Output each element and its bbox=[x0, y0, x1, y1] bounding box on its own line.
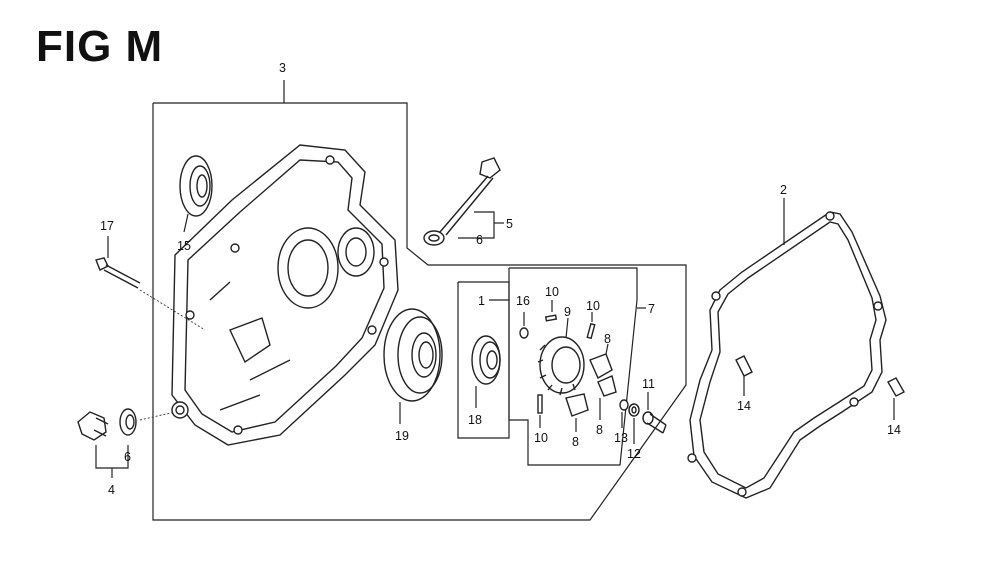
plug-path bbox=[139, 411, 176, 421]
callout-18: 18 bbox=[468, 413, 482, 427]
washer-13 bbox=[619, 399, 629, 411]
leader-9 bbox=[565, 317, 569, 339]
drain-plug-4 bbox=[77, 411, 109, 441]
bolt-11 bbox=[642, 411, 667, 434]
callout-5: 5 bbox=[506, 217, 513, 231]
pin-10-lower bbox=[537, 394, 543, 414]
assembly-1-boundary bbox=[457, 281, 510, 439]
part-8-middle bbox=[597, 375, 617, 397]
figure-title: FIG M bbox=[36, 22, 164, 71]
dowel-pin-14-left bbox=[735, 355, 753, 377]
pin-10-upper-left bbox=[544, 314, 558, 322]
oil-seal-15 bbox=[179, 155, 213, 217]
bearing-18 bbox=[471, 335, 501, 385]
washer-6-lower bbox=[119, 408, 137, 436]
crankcase-cover bbox=[171, 144, 399, 446]
callout-3: 3 bbox=[279, 61, 286, 75]
callout-8-lower: 8 bbox=[572, 435, 579, 449]
callout-12: 12 bbox=[627, 447, 641, 461]
callout-10-upper-right: 10 bbox=[586, 299, 600, 313]
callout-17: 17 bbox=[100, 219, 114, 233]
oil-pump-9 bbox=[537, 336, 585, 396]
callout-7: 7 bbox=[648, 302, 655, 316]
leader-15 bbox=[183, 213, 189, 233]
callout-14-right: 14 bbox=[887, 423, 901, 437]
part-8-upper bbox=[589, 353, 613, 379]
oil-dipstick-5 bbox=[439, 157, 501, 236]
o-ring-6-upper bbox=[423, 230, 445, 246]
callout-8-upper: 8 bbox=[604, 332, 611, 346]
callout-16: 16 bbox=[516, 294, 530, 308]
callout-1: 1 bbox=[478, 294, 485, 308]
bolt-17-path bbox=[139, 289, 206, 331]
callout-9: 9 bbox=[564, 305, 571, 319]
leader-5-6 bbox=[458, 211, 495, 239]
callout-6-lower: 6 bbox=[124, 450, 131, 464]
pin-10-upper-right bbox=[586, 322, 596, 340]
callout-8-middle: 8 bbox=[596, 423, 603, 437]
callout-19: 19 bbox=[395, 429, 409, 443]
gasket-2 bbox=[687, 211, 887, 499]
callout-2: 2 bbox=[780, 183, 787, 197]
callout-10-upper-left: 10 bbox=[545, 285, 559, 299]
washer-12 bbox=[628, 403, 640, 417]
callout-13: 13 bbox=[614, 431, 628, 445]
callout-14-left: 14 bbox=[737, 399, 751, 413]
dowel-pin-14-right bbox=[887, 377, 905, 397]
pin-16 bbox=[519, 327, 529, 339]
callout-4: 4 bbox=[108, 483, 115, 497]
bolt-17 bbox=[95, 257, 141, 289]
part-8-lower bbox=[565, 393, 589, 417]
callout-6-upper: 6 bbox=[476, 233, 483, 247]
callout-15: 15 bbox=[177, 239, 191, 253]
callout-11: 11 bbox=[642, 377, 655, 391]
leader-8a bbox=[605, 343, 609, 355]
callout-10-lower: 10 bbox=[534, 431, 548, 445]
ball-bearing-19 bbox=[383, 308, 443, 402]
assembly-3-boundary bbox=[152, 102, 687, 521]
assembly-7-boundary bbox=[508, 267, 638, 466]
